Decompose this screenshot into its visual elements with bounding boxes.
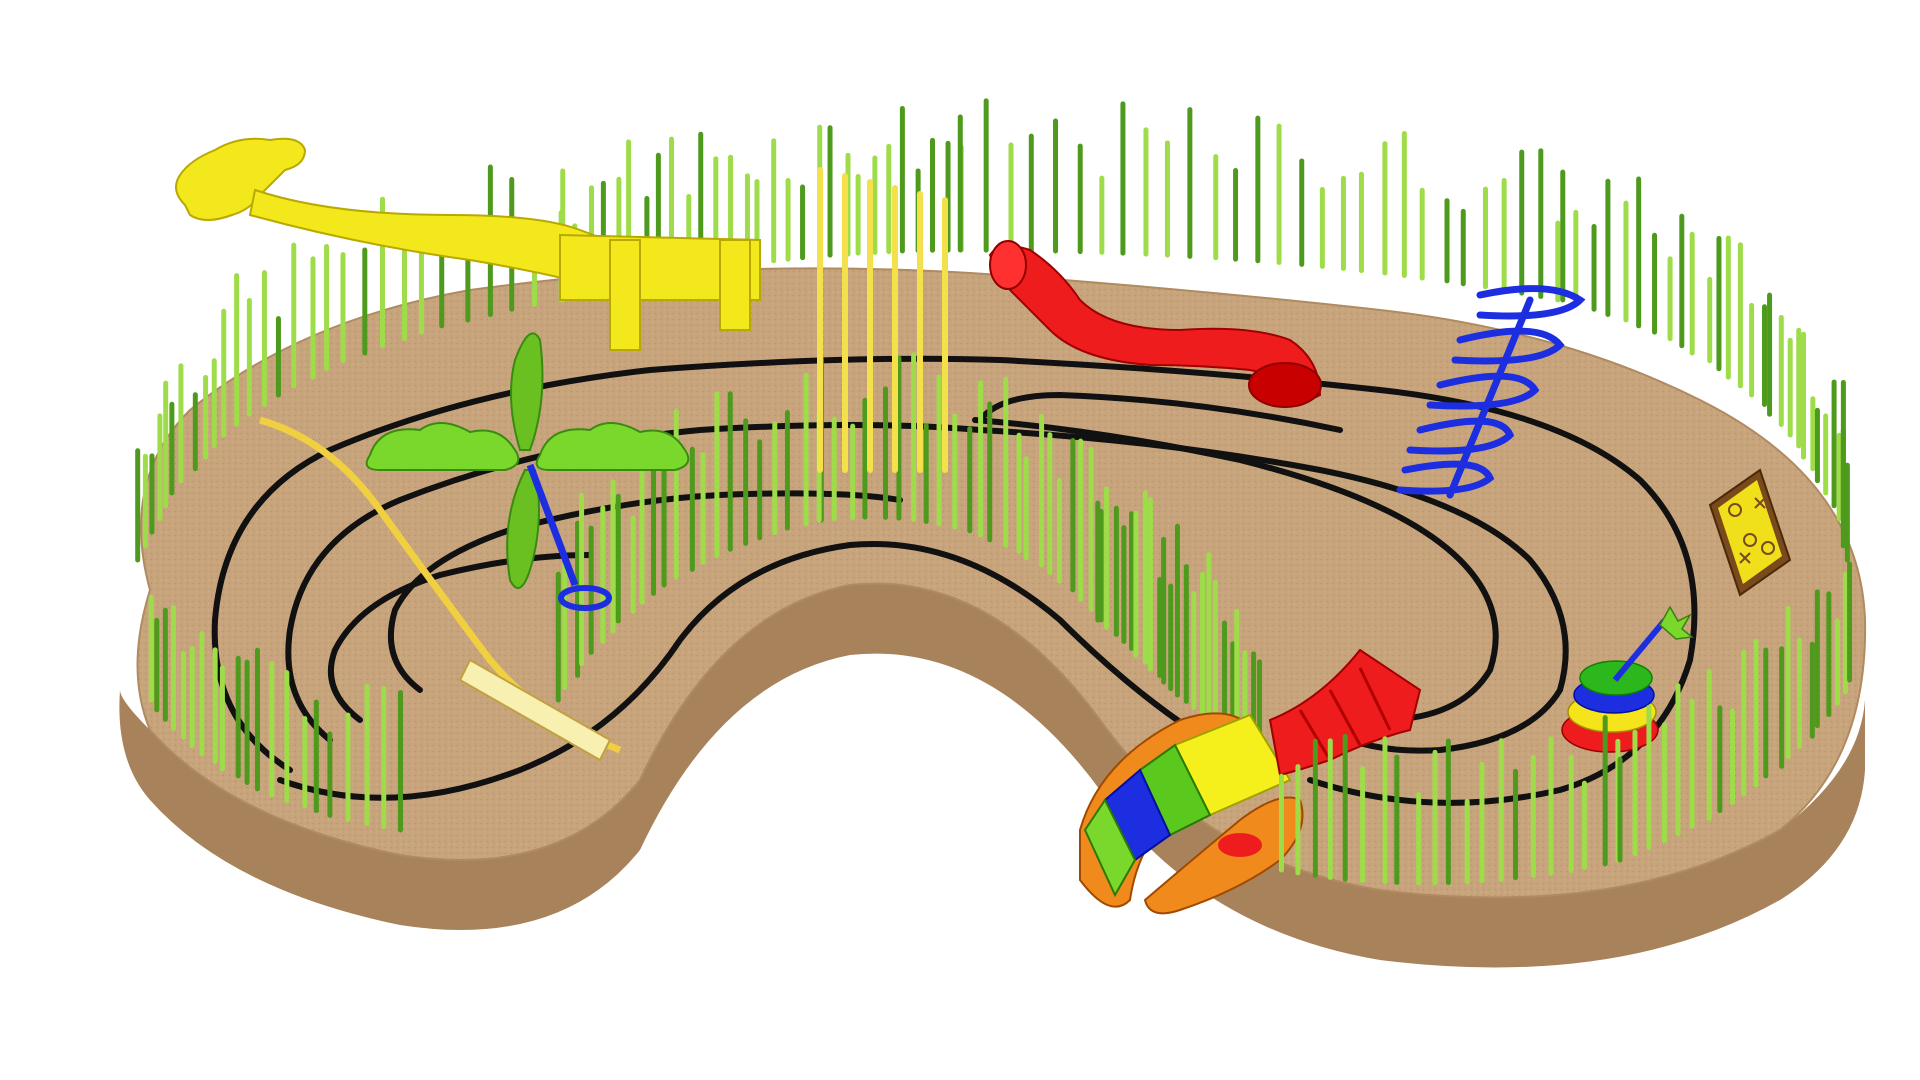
giraffe-leg-right bbox=[719, 239, 751, 331]
climber-coil-2 bbox=[1451, 327, 1565, 365]
maze-path-inner-right bbox=[972, 417, 1499, 723]
rope-bridge bbox=[259, 416, 622, 762]
tic-tac-toe-board bbox=[1708, 468, 1792, 597]
red-tunnel-slide bbox=[1268, 648, 1422, 777]
tunnel-panel-stripes bbox=[1083, 798, 1137, 898]
giraffe-leg-left bbox=[609, 239, 641, 351]
palm-trunk bbox=[526, 463, 579, 587]
giraffe-head bbox=[175, 137, 307, 221]
climber-coil-5 bbox=[1396, 460, 1495, 495]
palm-base bbox=[558, 585, 612, 611]
climbing-posts bbox=[817, 167, 948, 473]
board-marks bbox=[1728, 497, 1775, 564]
ring-topper-icon bbox=[1659, 605, 1694, 640]
red-tube-slide-top bbox=[989, 240, 1027, 290]
red-tunnel-ridges bbox=[1298, 667, 1392, 761]
ring-pole bbox=[1612, 618, 1668, 682]
ground-side bbox=[119, 583, 1865, 968]
board-face bbox=[1718, 480, 1782, 584]
climber-coil-4 bbox=[1406, 417, 1515, 455]
palm-leaf-right bbox=[535, 422, 690, 471]
tunnel-hole bbox=[1218, 833, 1262, 857]
palm-leaf-left bbox=[365, 422, 520, 471]
crawl-tunnel bbox=[1079, 712, 1304, 915]
red-tube-slide-opening bbox=[1248, 362, 1322, 408]
maze-path-middle bbox=[285, 422, 1569, 754]
palm-leaf-top bbox=[510, 332, 544, 451]
maze-path-bottom bbox=[277, 540, 1263, 801]
palm-leaf-bottom bbox=[506, 469, 540, 589]
climber-coil-1 bbox=[1476, 285, 1586, 320]
blue-spiral-climber bbox=[1396, 285, 1586, 499]
climber-coil-3 bbox=[1426, 372, 1540, 410]
palm-tree-spinner bbox=[365, 332, 690, 611]
red-tube-slide bbox=[988, 240, 1322, 408]
rope-bridge-deck bbox=[458, 658, 612, 762]
giraffe-sculpture bbox=[175, 137, 761, 351]
bamboo-fence-front bbox=[148, 561, 1853, 886]
